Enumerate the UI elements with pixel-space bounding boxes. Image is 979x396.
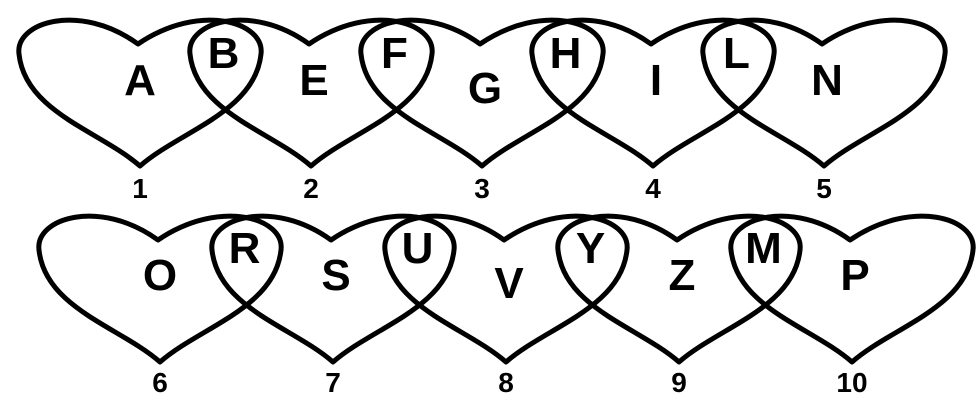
heart-2-letter: E	[299, 56, 328, 105]
heart-1-letter: A	[124, 56, 156, 105]
heart-number-4: 4	[645, 173, 661, 204]
heart-number-10: 10	[836, 367, 867, 396]
overlap-2-letter: F	[381, 29, 408, 78]
heart-4-letter: I	[650, 56, 662, 105]
heart-10-letter: P	[840, 251, 869, 300]
heart-number-2: 2	[303, 173, 319, 204]
overlap-9-letter: M	[745, 224, 782, 273]
overlap-6-letter: R	[229, 224, 261, 273]
heart-number-1: 1	[132, 173, 148, 204]
heart-5-letter: N	[811, 56, 843, 105]
overlap-4-letter: L	[723, 29, 750, 78]
heart-number-9: 9	[671, 367, 687, 396]
heart-6-letter: O	[143, 251, 177, 300]
overlap-8-letter: Y	[576, 224, 605, 273]
heart-number-3: 3	[474, 173, 490, 204]
heart-number-8: 8	[498, 367, 514, 396]
heart-9-letter: Z	[669, 251, 696, 300]
heart-number-6: 6	[152, 367, 168, 396]
overlap-3-letter: H	[550, 29, 582, 78]
heart-7-letter: S	[321, 251, 350, 300]
heart-number-7: 7	[325, 367, 341, 396]
overlap-7-letter: U	[402, 224, 434, 273]
heart-3-letter: G	[468, 64, 502, 113]
heart-8-letter: V	[494, 259, 524, 308]
heart-number-5: 5	[816, 173, 832, 204]
overlap-1-letter: B	[208, 29, 240, 78]
